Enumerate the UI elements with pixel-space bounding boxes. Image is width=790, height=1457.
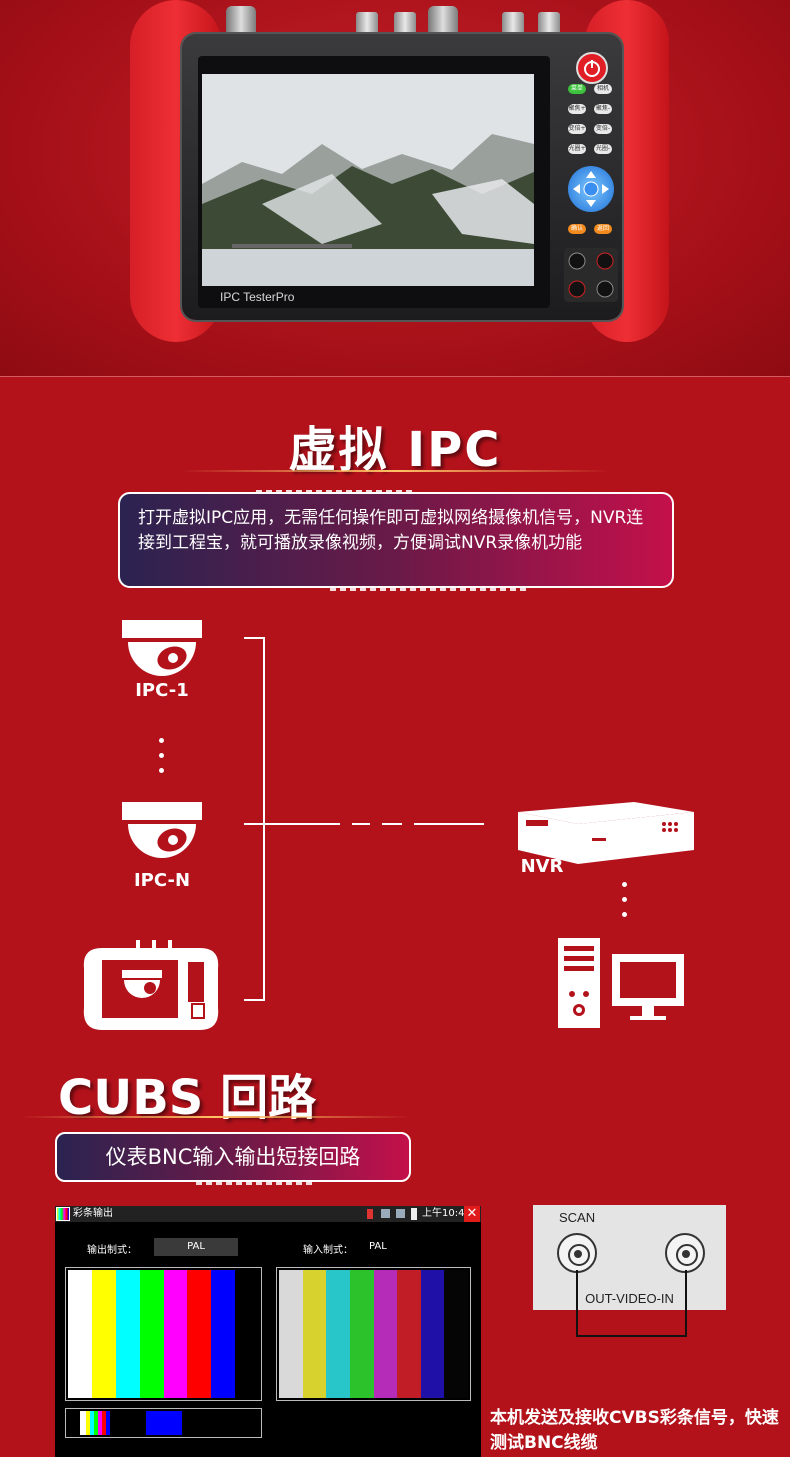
virtual-ipc-title: 虚拟 IPC (288, 422, 502, 478)
output-color-bar (235, 1270, 259, 1398)
color-bar-app-window: 彩条输出 上午10:43 ✕ 输出制式： PAL 输入制式： PAL (55, 1206, 481, 1457)
decor-dashes (196, 1182, 316, 1185)
vertical-ellipsis-icon (159, 738, 165, 783)
desktop-computer-icon (556, 936, 686, 1034)
output-color-bar (139, 1270, 164, 1398)
menu-button[interactable]: 菜单 (568, 84, 586, 94)
bnc-connector-icon (428, 6, 458, 36)
input-color-bar (349, 1270, 374, 1398)
input-color-bar (373, 1270, 398, 1398)
device-hero: IPC TesterPro 菜单 相机 聚焦+ 聚焦- 变倍+ 变倍- 光圈+ … (0, 0, 790, 377)
focus-plus-button[interactable]: 聚焦+ (568, 104, 586, 114)
mountain-preview-image (202, 74, 534, 286)
back-button[interactable]: 返回 (594, 224, 612, 234)
battery-level-icon (411, 1208, 417, 1220)
output-color-bar (163, 1270, 188, 1398)
device-brand-label: IPC TesterPro (220, 290, 295, 304)
app-status-bar: 彩条输出 上午10:43 ✕ (55, 1206, 481, 1222)
network-connection-lines (244, 637, 484, 1001)
output-color-bar (187, 1270, 212, 1398)
bnc-loop-panel: SCAN OUT-VIDEO-IN (533, 1205, 726, 1310)
dome-camera-icon (120, 618, 204, 684)
bnc-connector-icon (394, 12, 416, 38)
mountain-scene (202, 74, 534, 286)
decor-dashes (330, 588, 530, 591)
monitor-icon (381, 1209, 390, 1218)
input-color-bar (444, 1270, 468, 1398)
ipc-first-label: IPC-1 (135, 680, 189, 701)
input-color-bar (420, 1270, 445, 1398)
output-format-select[interactable]: PAL (154, 1238, 238, 1256)
dpad-icon[interactable] (568, 166, 614, 212)
zoom-plus-button[interactable]: 变倍+ (568, 124, 586, 134)
title-underline (20, 1116, 410, 1118)
port-label: OUT-VIDEO-IN (585, 1291, 674, 1306)
input-format-label: 输入制式： (303, 1245, 353, 1256)
color-bar-app-icon (56, 1207, 70, 1221)
virtual-ipc-description: 打开虚拟IPC应用，无需任何操作即可虚拟网络摄像机信号，NVR连接到工程宝，就可… (118, 492, 674, 588)
iris-plus-button[interactable]: 光圈+ (568, 144, 586, 154)
nvr-recorder-icon (514, 798, 698, 872)
bnc-connector-icon (356, 12, 378, 38)
scan-label: SCAN (559, 1210, 596, 1225)
tester-device-icon (80, 938, 222, 1038)
input-color-bar (302, 1270, 327, 1398)
output-format-label: 输出制式： (87, 1245, 137, 1256)
monitor-icon (396, 1209, 405, 1218)
output-color-bar (211, 1270, 236, 1398)
nvr-label: NVR (520, 856, 564, 877)
output-color-bars (65, 1267, 262, 1401)
power-icon[interactable] (576, 52, 608, 84)
bnc-out-port-icon (557, 1233, 597, 1273)
title-underline (180, 470, 610, 472)
dome-camera-icon (120, 800, 204, 866)
zoom-minus-button[interactable]: 变倍- (594, 124, 612, 134)
input-color-bars (276, 1267, 471, 1401)
close-icon[interactable]: ✕ (464, 1206, 480, 1222)
multimeter-jacks-icon (564, 248, 618, 302)
cvbs-loop-subtitle: 仪表BNC输入输出短接回路 (55, 1132, 411, 1182)
camera-button[interactable]: 相机 (594, 84, 612, 94)
ipc-last-label: IPC-N (133, 870, 191, 891)
color-bar-preview-strip (65, 1408, 262, 1438)
cvbs-caption: 本机发送及接收CVBS彩条信号，快速测试BNC线缆 (490, 1408, 779, 1453)
input-color-bar (279, 1270, 303, 1398)
vertical-ellipsis-icon (622, 882, 628, 927)
iris-minus-button[interactable]: 光圈- (594, 144, 612, 154)
focus-minus-button[interactable]: 聚焦- (594, 104, 612, 114)
input-color-bar (397, 1270, 421, 1398)
clock: 上午10:43 (422, 1208, 471, 1219)
bnc-connector-icon (226, 6, 256, 36)
bnc-in-port-icon (665, 1233, 705, 1273)
battery-icon (367, 1209, 373, 1219)
app-window-title: 彩条输出 (73, 1208, 113, 1219)
output-color-bar (91, 1270, 116, 1398)
bnc-connector-icon (538, 12, 560, 38)
input-color-bar (326, 1270, 350, 1398)
confirm-button[interactable]: 确认 (568, 224, 586, 234)
output-color-bar (68, 1270, 92, 1398)
loop-cable-line (576, 1270, 687, 1337)
decor-dashes (256, 490, 416, 493)
input-format-value: PAL (369, 1241, 387, 1252)
bnc-connector-icon (502, 12, 524, 38)
output-color-bar (115, 1270, 140, 1398)
